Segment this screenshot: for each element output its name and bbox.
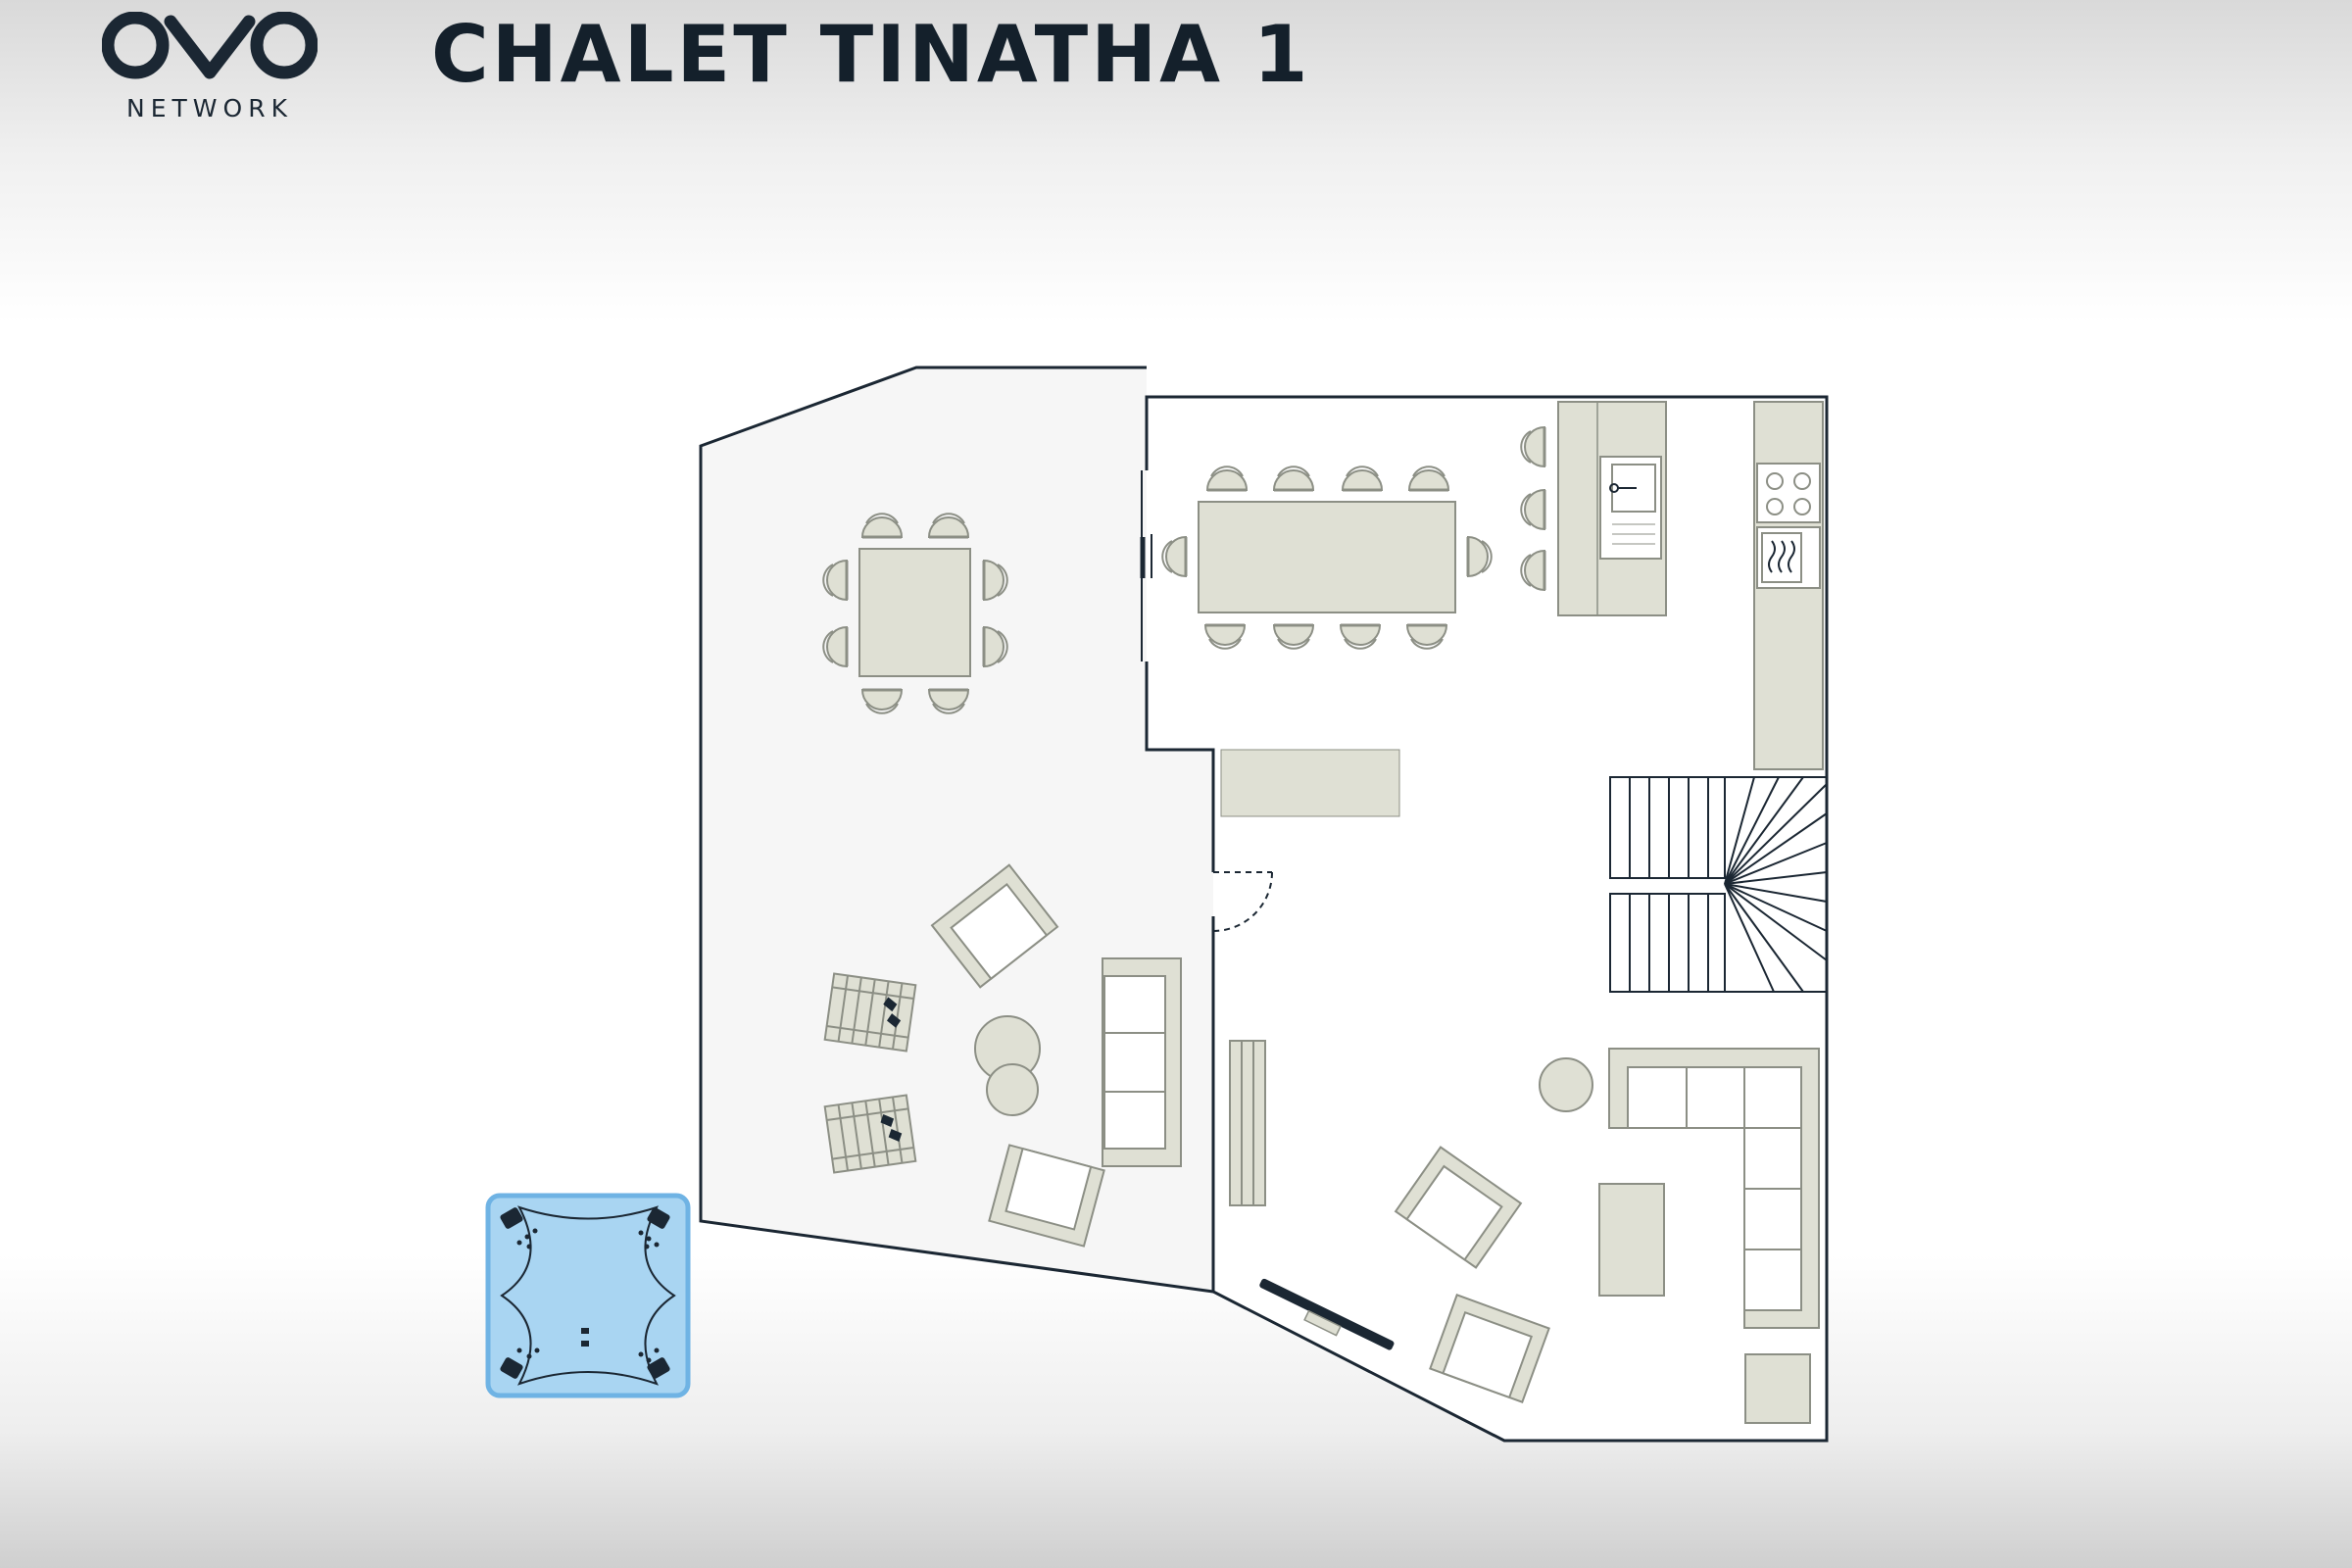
page-title: CHALET TINATHA 1 <box>431 9 1311 100</box>
side-cabinet <box>1744 1353 1811 1424</box>
side-table <box>986 1063 1039 1116</box>
terrace-dining-table <box>858 548 971 677</box>
dining-table <box>1198 501 1456 613</box>
coffee-table <box>1598 1183 1665 1297</box>
ovo-logo-icon <box>102 12 318 79</box>
oven <box>1756 526 1821 589</box>
brand-name: NETWORK <box>126 94 293 122</box>
heat-icon <box>1768 540 1795 573</box>
terrace-floor <box>701 368 1213 1292</box>
bench <box>1229 1040 1266 1206</box>
house-wall <box>1145 395 1829 1443</box>
outdoor-sofa <box>1102 957 1182 1167</box>
sun-lounger <box>823 972 917 1053</box>
inner-wall <box>1145 662 1215 872</box>
entry-door <box>1212 871 1273 932</box>
hot-tub <box>485 1193 691 1398</box>
brand-logo: NETWORK <box>102 12 318 127</box>
outer-wall <box>699 366 1214 1294</box>
staircase <box>1609 776 1828 993</box>
side-table <box>1539 1057 1593 1112</box>
corner-sofa <box>1608 1048 1820 1329</box>
sideboard <box>1220 749 1400 817</box>
tv <box>1259 1278 1395 1350</box>
cooktop <box>1756 463 1821 523</box>
sink <box>1599 456 1662 560</box>
sun-lounger <box>823 1094 917 1174</box>
living-floor <box>1147 397 1827 1441</box>
